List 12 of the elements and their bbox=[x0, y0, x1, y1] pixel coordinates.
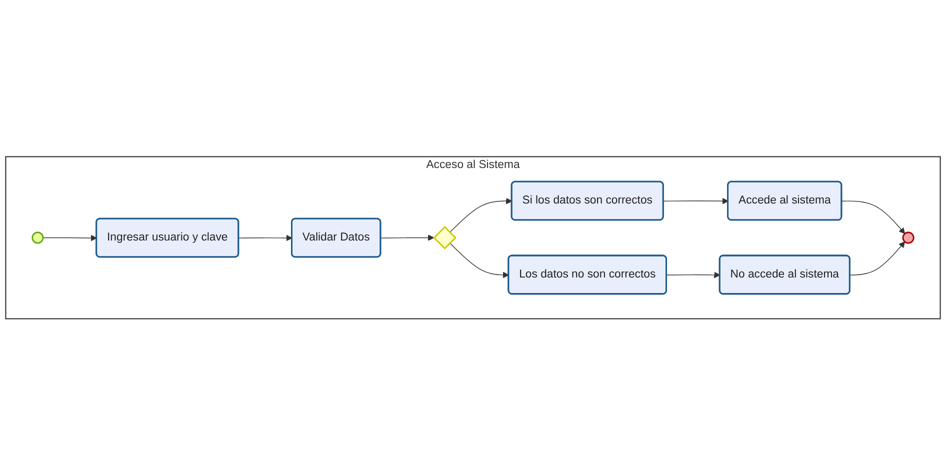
arrow bbox=[449, 242, 510, 278]
arrow bbox=[666, 272, 720, 278]
node-diamond bbox=[433, 226, 456, 250]
arrow bbox=[449, 198, 512, 234]
arrow bbox=[663, 198, 728, 204]
arrow bbox=[850, 242, 906, 276]
node-circle bbox=[32, 232, 44, 244]
arrow bbox=[380, 234, 434, 242]
arrow bbox=[238, 235, 292, 242]
arrow bbox=[841, 200, 906, 234]
arrow bbox=[42, 235, 97, 242]
node-circle bbox=[902, 232, 914, 244]
